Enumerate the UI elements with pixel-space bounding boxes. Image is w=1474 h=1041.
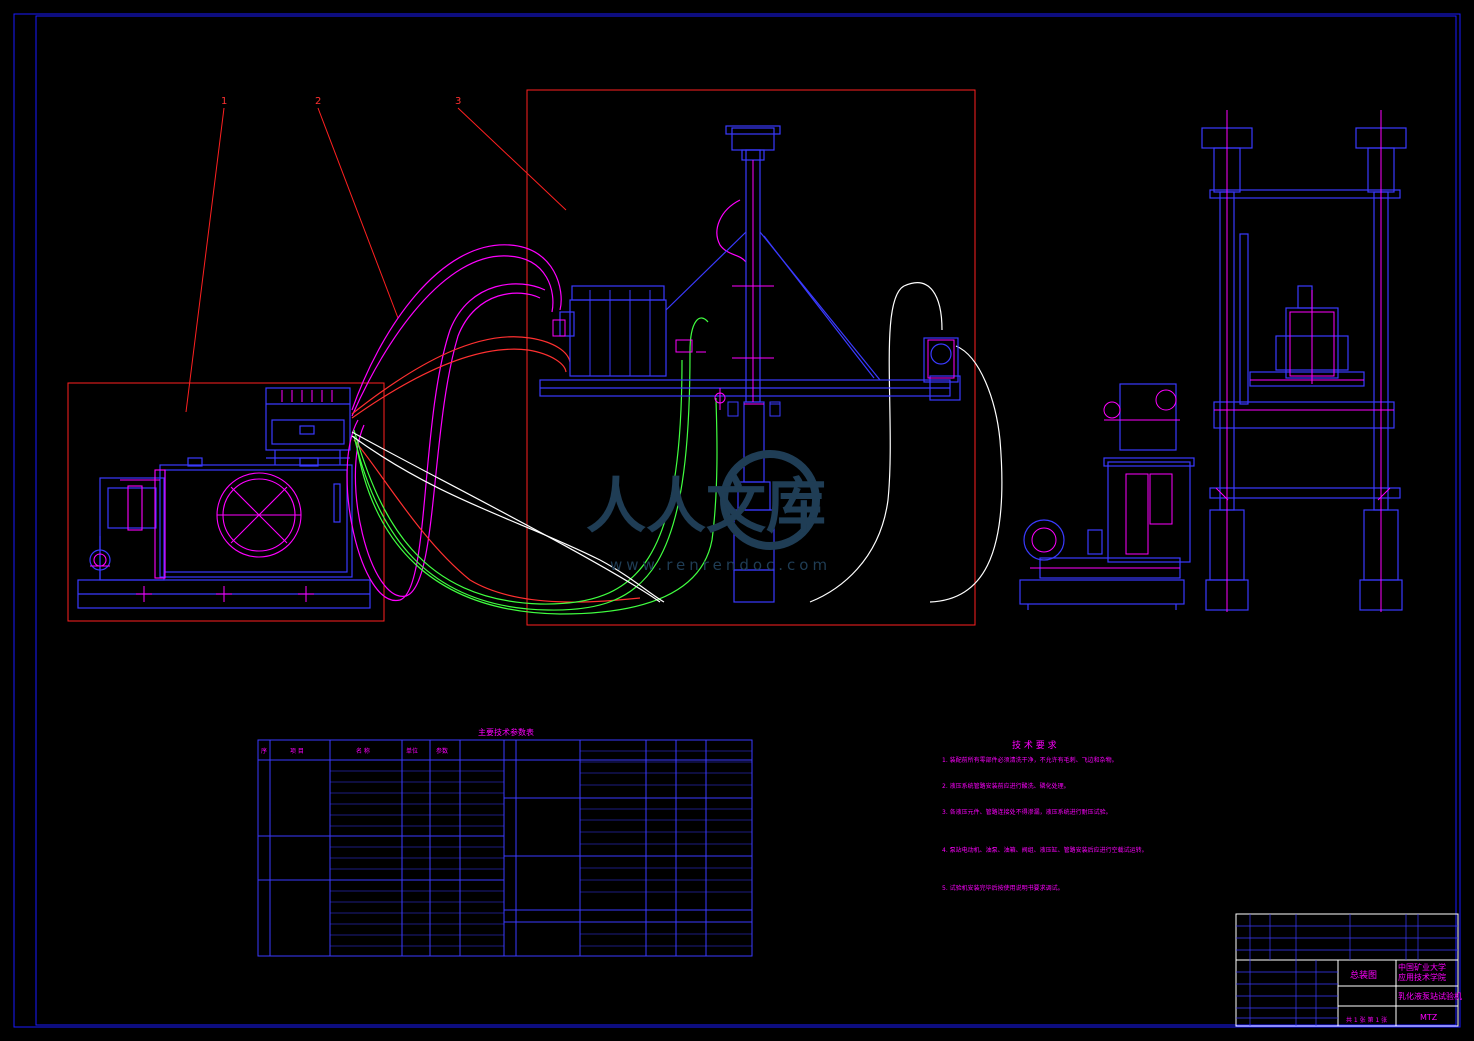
watermark: 人人文库 www.renrendoc.com [586,450,831,574]
title-product: 乳化液泵站试验机 [1398,991,1462,1001]
tech-req-title: 技 术 要 求 [1012,739,1057,751]
outer-frame [13,13,1461,1028]
tech-req-list: 1. 装配前所有零部件必须清洗干净，不允许有毛刺、飞边和杂物。 2. 液压系统管… [942,756,1148,892]
pump-station-magenta [90,469,302,579]
title-code: MTZ [1420,1013,1438,1022]
title-block [1235,913,1459,1027]
hydraulic-frame [1201,127,1407,611]
balloon-1: 1 [221,96,227,107]
header-value: 参数 [436,747,448,755]
test-rig-boundary [526,89,976,626]
pump-station-small-marks [136,390,333,602]
inner-frame [35,15,1457,1026]
title-school-2: 应用技术学院 [1398,972,1446,982]
tech-req-item: 2. 液压系统管路安装前应进行酸洗、磷化处理。 [942,782,1070,790]
watermark-text: 人人文库 [586,472,826,542]
params-table-title: 主要技术参数表 [478,727,534,737]
tech-req-item: 3. 各液压元件、管路连接处不得渗漏，液压系统进行耐压试验。 [942,808,1112,816]
hoses [346,199,1003,615]
hydraulic-frame-magenta [1214,110,1394,612]
pump-station-boundary [67,382,385,622]
header-item: 项 目 [290,748,304,755]
title-block-grid [1236,914,1458,1026]
title-sheet: 共 1 张 第 1 张 [1346,1016,1387,1024]
balloon-3: 3 [455,96,461,107]
tech-req-item: 5. 试验机安装完毕后按使用说明书要求调试。 [942,884,1064,892]
balloon-2: 2 [315,96,321,107]
params-table-rows [330,750,752,947]
small-pump-unit [1019,383,1195,610]
header-unit: 单位 [406,747,418,755]
title-drawing-name: 总装图 [1350,969,1377,981]
test-rig-magenta [552,160,955,410]
params-table [257,739,753,957]
params-table-headers: 序 项 目 名 称 单位 参数 [261,747,448,755]
tech-req-item: 1. 装配前所有零部件必须清洗干净，不允许有毛刺、飞边和杂物。 [942,756,1118,764]
small-pump-unit-magenta [1030,389,1180,569]
pump-station [77,387,371,609]
test-rig-dark-details [589,290,781,603]
header-name: 名 称 [356,747,370,755]
leader-lines [185,107,567,413]
tech-req-item: 4. 泵站电动机、油泵、油箱、阀组、液压缸、管路安装后应进行空载试运转。 [942,846,1148,854]
title-school: 中国矿业大学 [1398,962,1446,972]
header-seq: 序 [261,747,267,755]
watermark-url: www.renrendoc.com [610,556,831,574]
